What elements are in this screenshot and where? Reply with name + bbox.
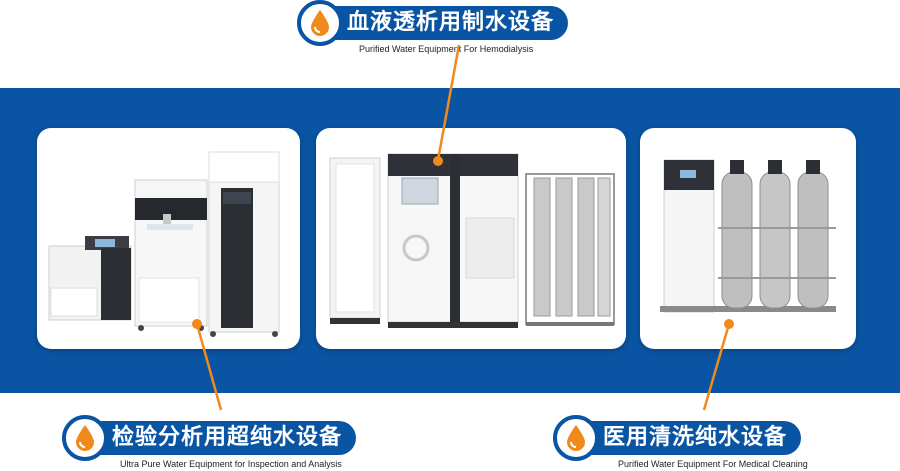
water-drop-icon xyxy=(62,415,108,461)
medical-cleaning-label: 医用清洗纯水设备 xyxy=(553,415,802,461)
lab-ultrapure-title: 检验分析用超纯水设备 xyxy=(90,421,357,455)
hemodialysis-subtitle: Purified Water Equipment For Hemodialysi… xyxy=(359,44,534,54)
top-connector-line xyxy=(436,44,461,161)
medical-cleaning-equipment-illustration xyxy=(660,159,836,313)
lab-ultrapure-subtitle: Ultra Pure Water Equipment for Inspectio… xyxy=(120,459,342,469)
water-drop-icon xyxy=(297,0,343,46)
hemodialysis-label: 血液透析用制水设备 xyxy=(297,0,569,46)
medical-cleaning-equipment-card xyxy=(640,128,856,349)
lab-equipment-illustration xyxy=(48,151,280,337)
lab-ultrapure-label: 检验分析用超纯水设备 xyxy=(62,415,357,461)
left-connector-dot xyxy=(192,319,202,329)
hemodialysis-equipment-card xyxy=(316,128,626,349)
right-connector-dot xyxy=(724,319,734,329)
hemodialysis-equipment-illustration xyxy=(329,153,615,328)
hemodialysis-title: 血液透析用制水设备 xyxy=(325,6,569,40)
left-connector-line xyxy=(195,323,223,411)
top-connector-dot xyxy=(433,156,443,166)
right-connector-line xyxy=(702,323,731,411)
water-drop-icon xyxy=(553,415,599,461)
lab-ultrapure-equipment-card xyxy=(37,128,300,349)
medical-cleaning-title: 医用清洗纯水设备 xyxy=(581,421,802,455)
medical-cleaning-subtitle: Purified Water Equipment For Medical Cle… xyxy=(618,459,808,469)
